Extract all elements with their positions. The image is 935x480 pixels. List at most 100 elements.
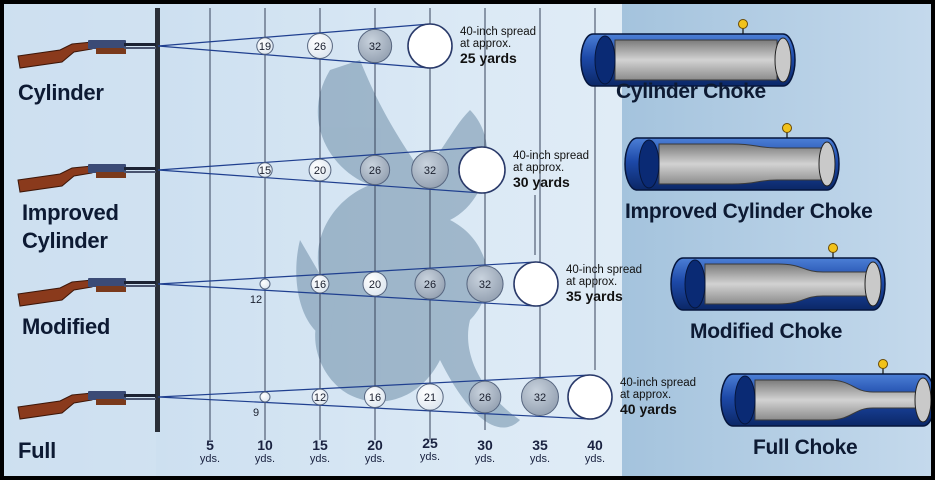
spread-text: 40-inch spread [620, 377, 697, 389]
pattern-circle [364, 386, 386, 408]
shotgun-icon [17, 391, 156, 420]
pattern-diameter-label: 16 [314, 279, 326, 291]
at-text: at approx. [460, 38, 512, 50]
yard-value: 20 [367, 437, 383, 453]
pattern-diameter-label: 26 [479, 392, 491, 404]
yard-value: 30 [477, 437, 493, 453]
yard-value: 15 [312, 437, 328, 453]
at-text: at approx. [566, 276, 618, 288]
yard-value: 25 [422, 435, 438, 451]
distance-text: 40 yards [620, 401, 677, 417]
pattern-diameter-label: 20 [369, 279, 381, 291]
pattern-cone-lower [157, 283, 537, 307]
yard-value: 40 [587, 437, 603, 453]
pattern-circle [416, 383, 444, 411]
yard-unit: yds. [584, 453, 606, 465]
distance-text: 25 yards [460, 50, 517, 66]
shotgun-icon [17, 164, 156, 193]
muzzle-divider-bar [155, 8, 160, 432]
pattern-diameter-label: 19 [259, 41, 271, 53]
distance-text: 30 yards [513, 174, 570, 190]
choke-name-label: Modified [22, 314, 111, 339]
choke-tube-icon [670, 243, 886, 311]
pattern-cone-upper [157, 23, 431, 47]
pattern-circle [513, 261, 559, 307]
choke-tube-icon [624, 123, 840, 191]
choke-name-label: Improved [22, 200, 119, 225]
pattern-diameter-label: 32 [479, 279, 491, 291]
pattern-diameter-label: 32 [534, 392, 546, 404]
pattern-diameter-label: 16 [369, 392, 381, 404]
yard-unit: yds. [254, 453, 276, 465]
yard-unit: yds. [529, 453, 551, 465]
pattern-diameter-label: 21 [424, 392, 436, 404]
pattern-circle [411, 151, 449, 189]
pattern-cone-upper [157, 261, 537, 285]
choke-tube-label: Improved Cylinder Choke [625, 200, 873, 223]
pattern-circle [308, 158, 332, 182]
choke-name-label: Cylinder [22, 228, 108, 253]
pattern-circle [357, 28, 393, 64]
pattern-circle [359, 154, 391, 186]
choke-tube-icon [580, 19, 796, 87]
pattern-diameter-label: 26 [369, 165, 381, 177]
choke-name-label: Cylinder [18, 80, 104, 105]
pattern-circle [414, 268, 446, 300]
pattern-circle [362, 271, 388, 297]
pattern-diameter-label: 12 [314, 392, 326, 404]
distance-text: 35 yards [566, 288, 623, 304]
pattern-circle [311, 388, 329, 406]
pattern-diameter-label: 26 [424, 279, 436, 291]
pattern-circle [259, 278, 271, 290]
at-text: at approx. [620, 389, 672, 401]
choke-name-label: Full [18, 438, 56, 463]
yard-value: 5 [206, 437, 214, 453]
yard-unit: yds. [474, 453, 496, 465]
pattern-circle [256, 37, 274, 55]
pattern-circle [521, 378, 559, 416]
choke-tube-icon [720, 359, 935, 427]
yard-unit: yds. [199, 453, 221, 465]
pattern-circle [468, 380, 502, 414]
pattern-diameter-label: 20 [314, 165, 326, 177]
pattern-cone-lower [157, 396, 591, 420]
yard-unit: yds. [309, 453, 331, 465]
pattern-cone-upper [157, 374, 591, 398]
pattern-circle [307, 33, 333, 59]
spread-text: 40-inch spread [566, 264, 643, 276]
pattern-circle [407, 23, 453, 69]
pattern-cone-lower [157, 45, 431, 69]
pattern-circle [458, 146, 506, 194]
yard-unit: yds. [419, 451, 441, 463]
pattern-circle [567, 374, 613, 420]
pattern-diameter-label: 15 [259, 165, 271, 177]
pattern-diameter-label: 9 [253, 407, 259, 419]
pattern-diameter-label: 12 [250, 294, 262, 306]
at-text: at approx. [513, 162, 565, 174]
spread-text: 40-inch spread [513, 150, 590, 162]
yard-value: 10 [257, 437, 273, 453]
shotgun-icon [17, 40, 156, 69]
pattern-diameter-label: 32 [424, 165, 436, 177]
shotgun-icon [17, 278, 156, 307]
choke-tube-label: Cylinder Choke [616, 80, 766, 103]
pattern-diameter-label: 26 [314, 41, 326, 53]
yard-value: 35 [532, 437, 548, 453]
pattern-circle [466, 265, 504, 303]
pattern-circle [259, 391, 271, 403]
choke-tube-label: Full Choke [753, 436, 858, 459]
pattern-cone-upper [157, 146, 483, 171]
